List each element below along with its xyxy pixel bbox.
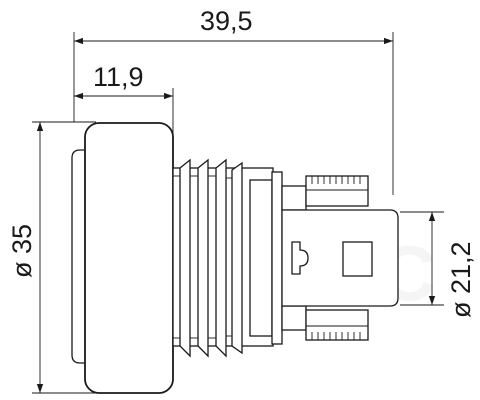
overall-length-label: 39,5 [200, 6, 253, 36]
contact-bottom [305, 309, 369, 341]
thread-ribs [173, 158, 243, 358]
flange-depth-label: 11,9 [93, 62, 144, 92]
collar-ring [249, 179, 273, 337]
contact-top [305, 175, 369, 207]
latch-tab-top [281, 185, 307, 211]
latch-tab-bottom [281, 305, 307, 331]
dimension-overall-length: 39,5 [73, 6, 394, 195]
dimension-flange-diameter: ø 35 [7, 121, 96, 394]
connector-housing [281, 209, 399, 307]
body-diameter-label: ø 21,2 [446, 241, 476, 318]
housing-window [342, 241, 373, 277]
key-notch [291, 241, 309, 275]
dimension-body-diameter: ø 21,2 [400, 211, 476, 318]
flange-diameter-label: ø 35 [7, 224, 37, 278]
dimension-flange-depth: 11,9 [74, 62, 174, 168]
flange-back-lip [71, 149, 88, 364]
flange [84, 122, 174, 394]
collar-clip [271, 171, 283, 345]
bulb-holder-part [71, 122, 399, 394]
